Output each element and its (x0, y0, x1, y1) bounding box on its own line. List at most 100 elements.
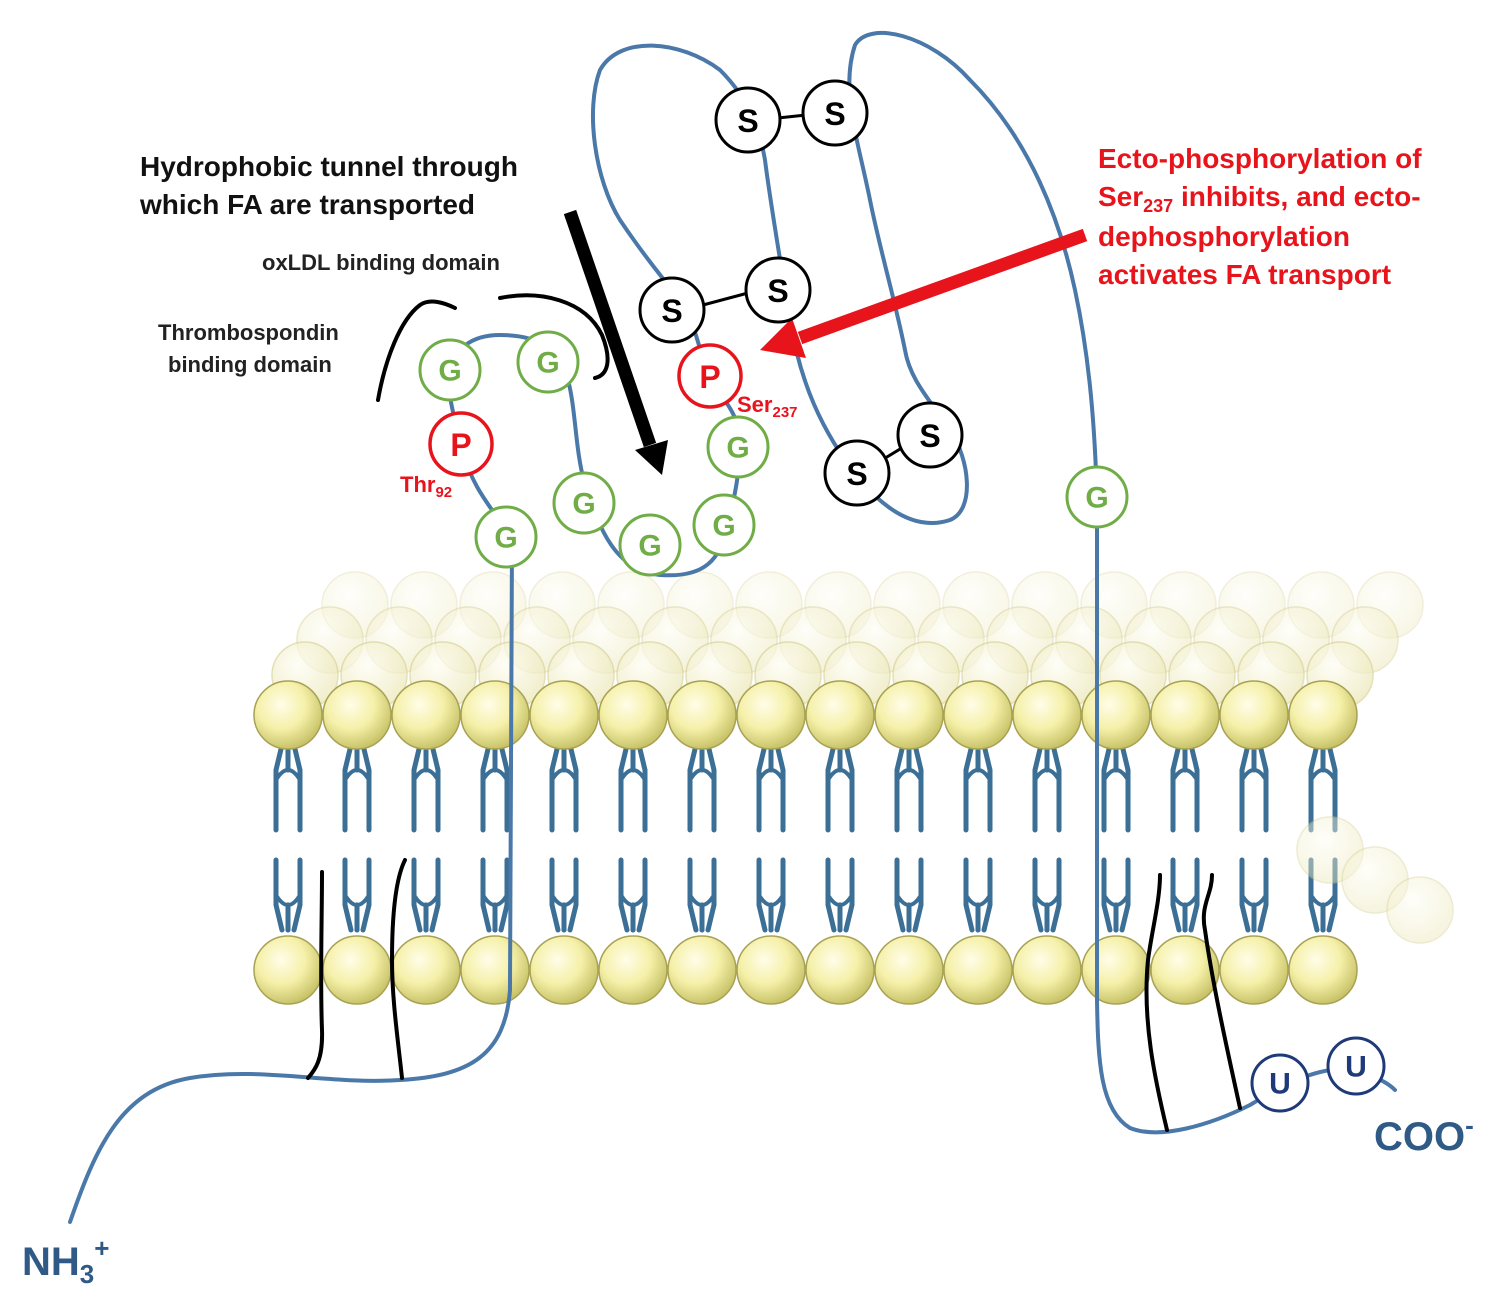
svg-text:P: P (699, 359, 720, 395)
lipid-head (529, 935, 599, 1005)
ubiquitin-residue: U (1250, 1053, 1310, 1113)
cysteine-residue: S (638, 276, 706, 344)
svg-text:U: U (1269, 1068, 1291, 1101)
lipid-head (736, 680, 806, 750)
disulfide-bonds: S S S S S S (638, 79, 964, 507)
svg-text:S: S (661, 293, 682, 329)
lipid-bilayer (253, 571, 1454, 1005)
svg-text:S: S (767, 273, 788, 309)
glycosylation-sites: G G G G G G G G (418, 330, 1129, 577)
lipid-head (391, 680, 461, 750)
lipid-head (736, 935, 806, 1005)
lipid-tail (1240, 893, 1268, 907)
lipid-tail (274, 893, 302, 907)
lipid-head (1219, 935, 1289, 1005)
lipid-head (322, 935, 392, 1005)
lipid-head (598, 680, 668, 750)
lipid-tail (975, 742, 993, 833)
lipid-tail (630, 857, 648, 933)
lipid-tail (906, 742, 924, 833)
lipid-tail (412, 893, 440, 907)
lipid-tail (1171, 768, 1199, 782)
cysteine-residue: S (896, 401, 964, 469)
lipid-head (1150, 935, 1220, 1005)
thrombospondin-bracket (376, 299, 457, 402)
lipid-head (460, 680, 530, 750)
glycosylation-site: G (692, 493, 756, 557)
lipid-tail (895, 893, 923, 907)
lipid-tail (895, 768, 923, 782)
oxldl-label: oxLDL binding domain (262, 250, 500, 275)
svg-text:U: U (1345, 1051, 1367, 1084)
tunnel-label-line2: which FA are transported (139, 189, 475, 220)
lipid-tail (1251, 857, 1269, 933)
lipid-head (1288, 935, 1358, 1005)
lipid-tail (826, 768, 854, 782)
lipid-tail (285, 742, 303, 833)
lipid-tail (1113, 742, 1131, 833)
lipid-tail (699, 742, 717, 833)
cysteine-residue: S (823, 439, 891, 507)
lipid-head (391, 935, 461, 1005)
lipid-tail (492, 857, 510, 933)
thrombospondin-label-line1: Thrombospondin (158, 320, 339, 345)
lipid-head (1012, 680, 1082, 750)
lipid-head (322, 680, 392, 750)
lipid-tail (1113, 857, 1131, 933)
lipid-tail (343, 768, 371, 782)
lipid-head (874, 935, 944, 1005)
ecto-label-line4: activates FA transport (1098, 259, 1391, 290)
lipid-head (1081, 680, 1151, 750)
lipid-head (874, 680, 944, 750)
svg-text:G: G (572, 488, 595, 521)
lipid-tail (423, 857, 441, 933)
lipid-tail (1182, 857, 1200, 933)
lipid-tail (1044, 742, 1062, 833)
ser237-label: Ser237 (737, 392, 798, 421)
lipid-head (805, 680, 875, 750)
ecto-label-line2: Ser237 inhibits, and ecto- (1098, 181, 1421, 216)
palmitoyl-chains (306, 858, 1242, 1132)
palmitoyl-chain-2 (390, 858, 407, 1080)
lipid-tail (481, 893, 509, 907)
lipid-tail (274, 768, 302, 782)
lipid-tail (412, 768, 440, 782)
lipid-tail (688, 893, 716, 907)
svg-text:P: P (450, 427, 471, 463)
lipid-tail (343, 893, 371, 907)
lipid-head (805, 935, 875, 1005)
glycosylation-site: G (474, 505, 538, 569)
lipid-tail (1102, 768, 1130, 782)
lipid-head (253, 680, 323, 750)
lipid-head (253, 935, 323, 1005)
lipid-tail (619, 768, 647, 782)
glycosylation-site: G (552, 471, 616, 535)
lipid-tail (906, 857, 924, 933)
lipid-tail (1033, 768, 1061, 782)
lipid-tail (837, 857, 855, 933)
cysteine-residue: S (801, 79, 869, 147)
svg-text:S: S (824, 96, 845, 132)
phospho-site-thr92: P (428, 411, 494, 477)
lipid-tail (688, 768, 716, 782)
glycosylation-site: G (516, 330, 580, 394)
svg-text:G: G (438, 355, 461, 388)
glycosylation-site: G (618, 513, 682, 577)
svg-text:G: G (536, 347, 559, 380)
lipid-tail (964, 768, 992, 782)
lipid-tail (964, 893, 992, 907)
c-terminus-label: COO- (1374, 1110, 1474, 1159)
ecto-label-line3: dephosphorylation (1098, 221, 1350, 252)
svg-text:G: G (712, 510, 735, 543)
lipid-tail (1182, 742, 1200, 833)
cysteine-residue: S (714, 86, 782, 154)
lipid-tail (561, 742, 579, 833)
ubiquitin-residue: U (1326, 1036, 1386, 1096)
svg-text:G: G (494, 522, 517, 555)
svg-text:S: S (919, 418, 940, 454)
lipid-head (529, 680, 599, 750)
ecto-label-line1: Ecto-phosphorylation of (1098, 143, 1422, 174)
lipid-head (1288, 680, 1358, 750)
n-terminus-label: NH3+ (22, 1233, 109, 1289)
